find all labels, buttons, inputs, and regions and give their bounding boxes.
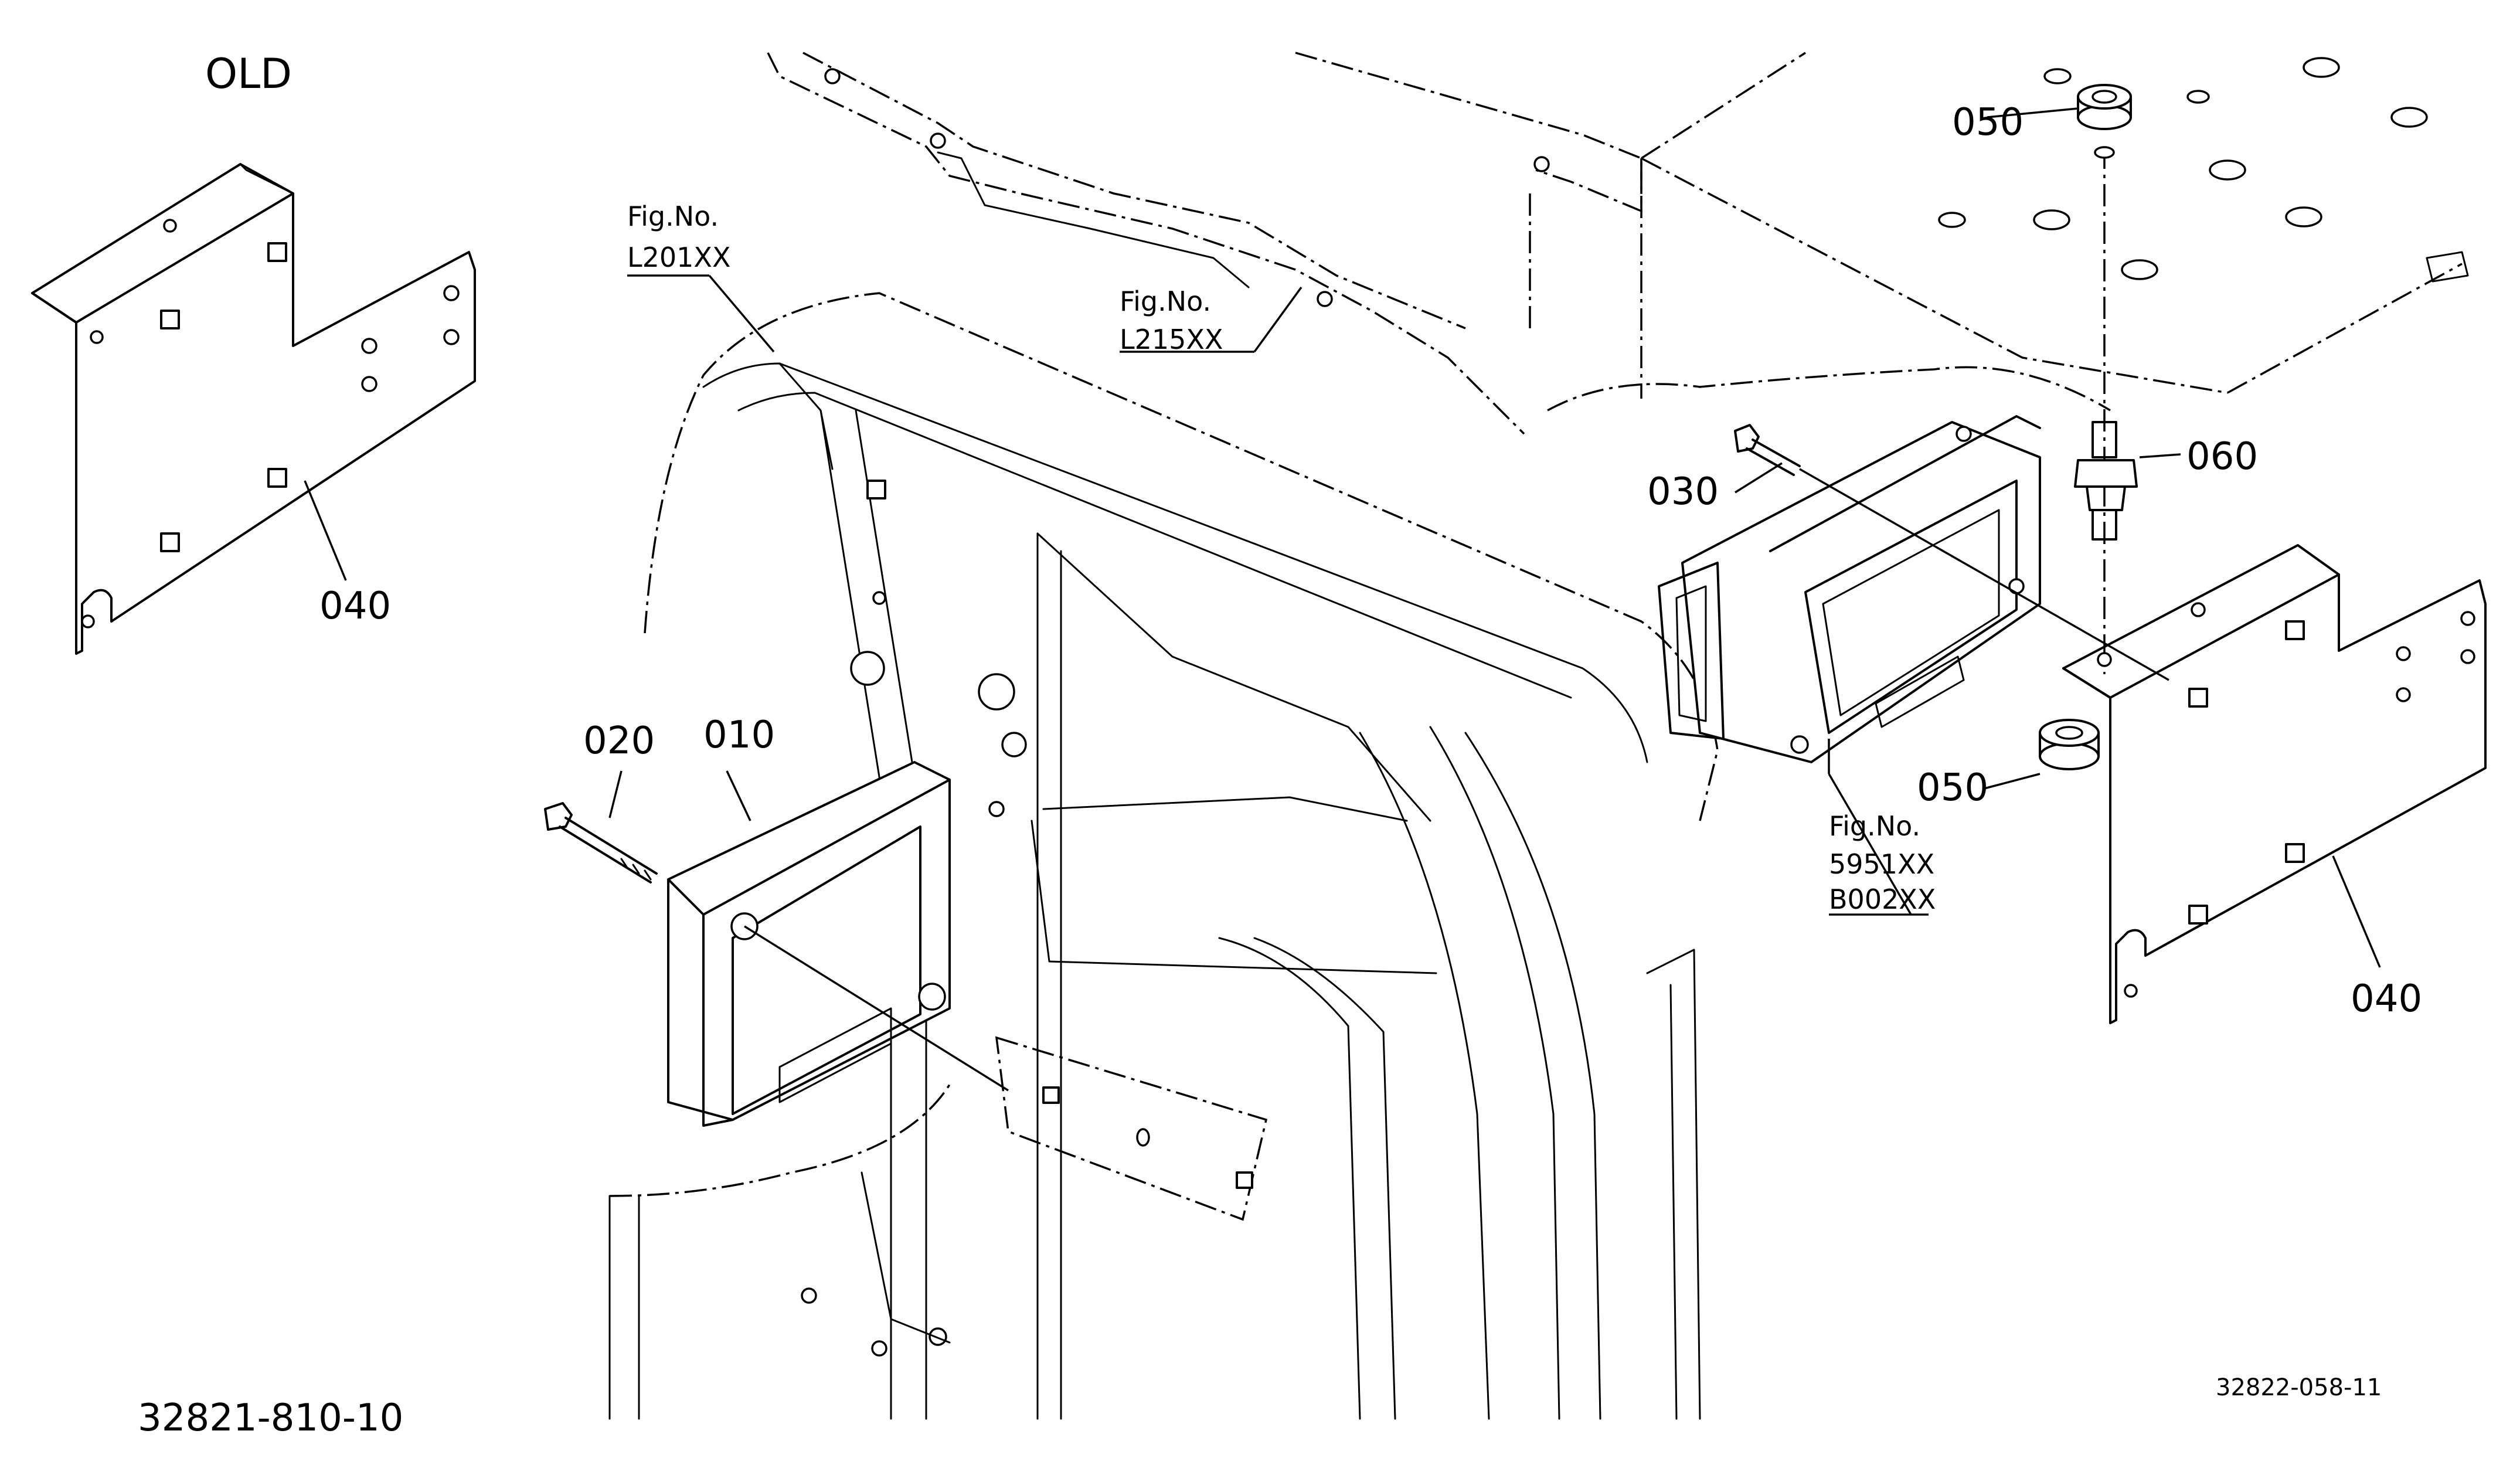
- leader-lines: [608, 107, 2181, 916]
- callout-050-bottom: 050: [1917, 766, 1988, 810]
- fig-ref-ecu-code2: B002XX: [1829, 883, 1936, 915]
- bolt-020: [544, 802, 658, 883]
- nut-050-top: [2077, 84, 2132, 130]
- cab-frame-outline: [608, 52, 2463, 1420]
- figure-code: 32822-058-11: [2216, 1374, 2382, 1401]
- stud-060: [2074, 147, 2138, 674]
- fig-ref-l215-label: Fig.No.: [1120, 286, 1211, 317]
- fig-ref-ecu-label: Fig.No.: [1829, 810, 1920, 842]
- callout-030: 030: [1647, 470, 1719, 514]
- callout-060: 060: [2186, 435, 2258, 478]
- callout-020: 020: [583, 719, 655, 763]
- old-bracket-040: [31, 163, 476, 655]
- controller-010: [667, 761, 1009, 1127]
- plate-holes: [1938, 57, 2469, 283]
- fig-ref-l215-code: L215XX: [1120, 324, 1223, 355]
- fig-ref-ecu-code1: 5951XX: [1829, 848, 1934, 880]
- callout-010: 010: [703, 713, 775, 757]
- fig-ref-l201-code: L201XX: [627, 242, 730, 273]
- nut-050-bottom: [2039, 719, 2100, 770]
- drawing-number: 32821-810-10: [138, 1396, 403, 1440]
- fig-ref-l201-label: Fig.No.: [627, 201, 719, 232]
- old-title: OLD: [205, 50, 292, 98]
- controller-right: [1658, 415, 2041, 774]
- new-bracket-040: [2062, 544, 2487, 1024]
- callout-040-new: 040: [2351, 977, 2422, 1021]
- callout-050-top: 050: [1952, 101, 2024, 144]
- callout-040-old: 040: [319, 585, 391, 628]
